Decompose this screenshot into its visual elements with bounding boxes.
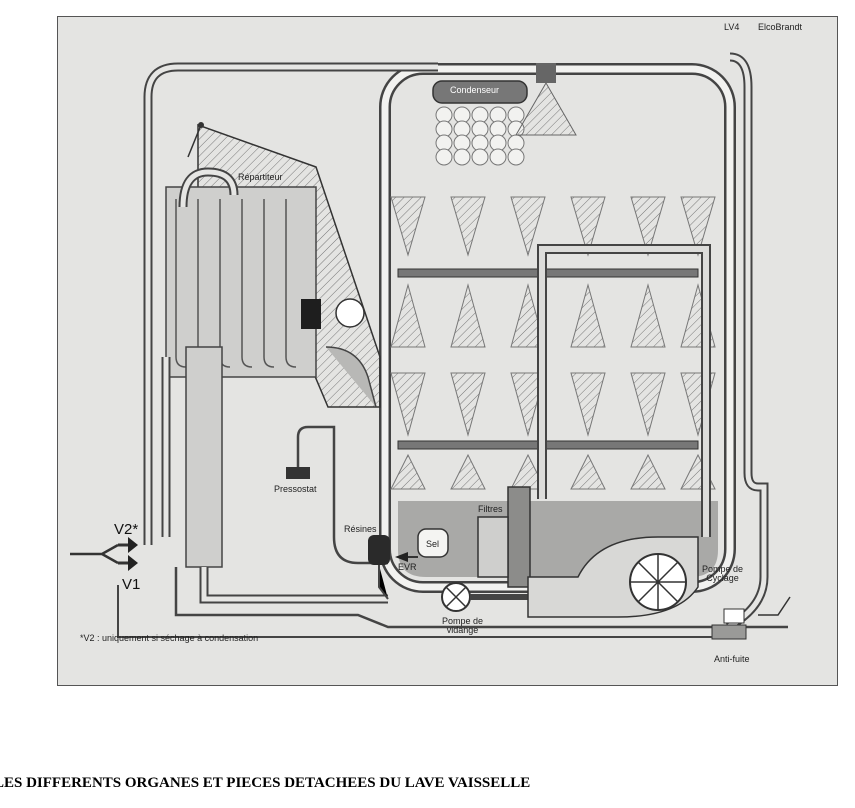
distributor-channel <box>285 199 297 368</box>
spray-jet <box>450 196 486 257</box>
page-caption: LES DIFFERENTS ORGANES ET PIECES DETACHE… <box>0 775 531 791</box>
filter-sump <box>477 486 531 588</box>
resin-cartridge <box>368 535 390 600</box>
spray-jet <box>630 196 666 257</box>
header-brand: ElcoBrandt <box>758 22 803 32</box>
hydraulic-schematic <box>70 52 791 640</box>
label-evr: EVR <box>398 562 417 572</box>
footnote-v2: *V2 : uniquement si séchage à condensati… <box>80 633 259 643</box>
label-resines: Résines <box>344 524 377 534</box>
drain-pump <box>441 582 528 612</box>
label-repartiteur: Répartiteur <box>238 172 283 182</box>
spray-jet <box>450 283 486 348</box>
header-model: LV4 <box>724 22 740 32</box>
dishwasher-diagram: LV4 ElcoBrandt Condenseur Répartiteur Pr… <box>57 16 838 686</box>
label-sel: Sel <box>426 539 440 549</box>
spray-jet <box>680 196 716 257</box>
condenser-coil-loop <box>435 148 453 166</box>
upper-spray-arm <box>397 268 699 278</box>
spray-jet <box>570 283 606 348</box>
spray-jet <box>510 196 546 257</box>
spray-jet <box>510 283 546 348</box>
top-spray-nozzle <box>515 63 577 136</box>
spray-jet <box>570 372 606 437</box>
spray-jet <box>390 196 426 257</box>
label-pompe-vidange: Pompe de vidange <box>442 616 484 635</box>
water-inlet <box>70 543 119 565</box>
spray-jets <box>390 196 716 490</box>
spray-jet <box>570 453 606 490</box>
valve-v1 <box>118 555 138 571</box>
label-filtres: Filtres <box>478 504 503 514</box>
spray-jet <box>390 283 426 348</box>
spray-jet <box>630 283 666 348</box>
distributor-channel <box>263 199 275 368</box>
label-v1: V1 <box>122 576 141 593</box>
distributor-channel <box>175 199 187 368</box>
label-pompe-cyclage: Pompe de Cyclage <box>702 564 744 583</box>
condenser-coil <box>435 106 525 166</box>
spray-jet <box>390 453 426 490</box>
condenser <box>432 80 528 166</box>
spray-jet <box>570 196 606 257</box>
label-anti-fuite: Anti-fuite <box>714 654 750 664</box>
cycling-pump <box>527 536 699 618</box>
spray-jet <box>450 372 486 437</box>
leak-detector <box>117 585 791 640</box>
label-pressostat: Pressostat <box>274 484 317 494</box>
distributor <box>165 122 381 408</box>
pressostat <box>286 425 388 565</box>
valve-v2 <box>118 537 138 553</box>
label-v2: V2* <box>114 521 139 538</box>
inlet-pipes <box>143 62 788 629</box>
label-condenseur: Condenseur <box>450 85 500 95</box>
upper-arm-feed-pipe <box>537 244 711 537</box>
spray-jet <box>630 372 666 437</box>
salt-container <box>395 528 449 562</box>
spray-jet <box>450 453 486 490</box>
spray-jet <box>510 372 546 437</box>
condenser-coil-loop <box>489 148 507 166</box>
condenser-coil-loop <box>471 148 489 166</box>
distributor-channel <box>241 199 253 368</box>
condenser-coil-loop <box>453 148 471 166</box>
condenser-coil-loop <box>507 148 525 166</box>
lower-spray-arm <box>397 440 699 450</box>
spray-jet <box>390 372 426 437</box>
spray-jet <box>630 453 666 490</box>
